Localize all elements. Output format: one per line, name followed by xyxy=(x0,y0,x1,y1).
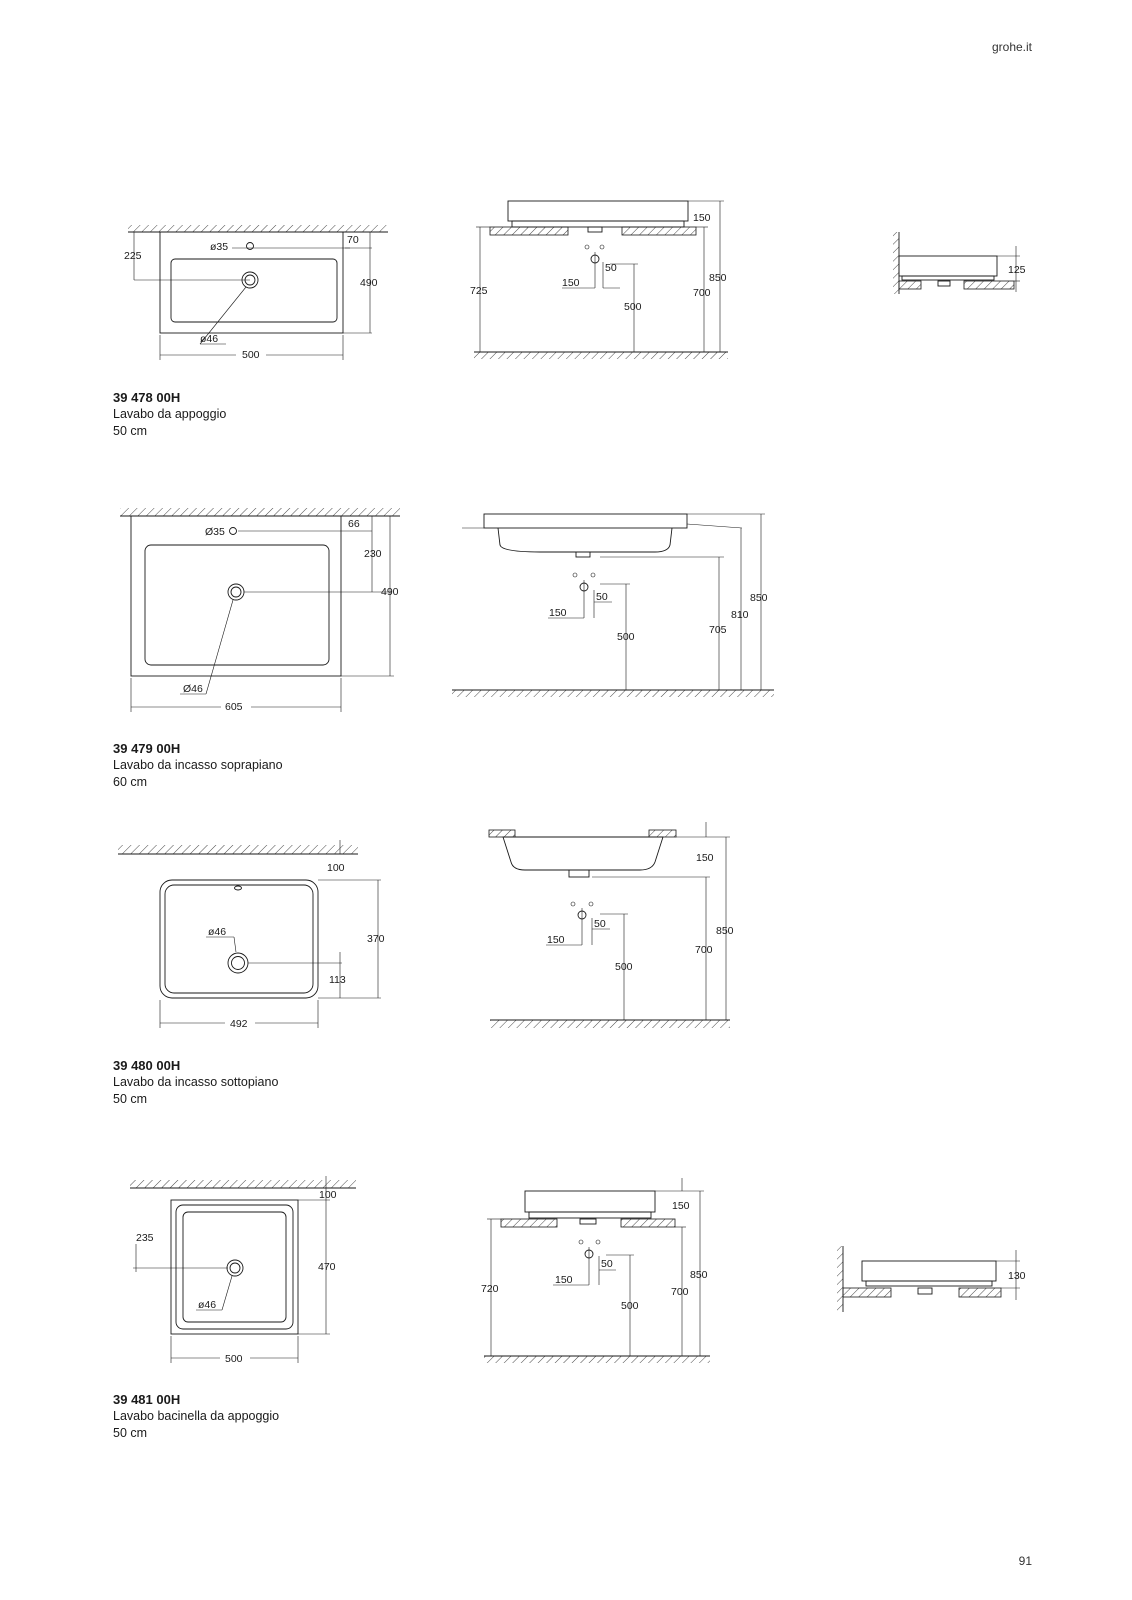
dim-depth-top: 100 xyxy=(327,862,345,874)
top-view: ø35 225 70 490 ø46 500 xyxy=(124,225,388,361)
dim-depth: 490 xyxy=(381,586,399,598)
caption-39481: 39 481 00H Lavabo bacinella da appoggio … xyxy=(113,1391,279,1442)
dim-drain: ø46 xyxy=(208,926,226,938)
dim-depth-drain: 225 xyxy=(124,250,142,262)
dim-pipe-offset: 150 xyxy=(547,934,565,946)
dim-drain: Ø46 xyxy=(183,683,203,695)
dim-rim: 850 xyxy=(716,925,734,937)
front-view: 150 50 500 725 150 850 700 xyxy=(470,200,728,359)
drawing-39480: ø46 100 370 113 492 150 50 500 700 xyxy=(0,820,1132,1040)
dim-rim-low: 700 xyxy=(671,1286,689,1298)
dim-height-top: 150 xyxy=(696,852,714,864)
dim-trap: 500 xyxy=(617,631,635,643)
dim-overflow: ø35 xyxy=(210,241,228,253)
dim-counter: 810 xyxy=(731,609,749,621)
product-code: 39 479 00H xyxy=(113,741,181,756)
dim-depth: 490 xyxy=(360,277,378,289)
drawing-39479: Ø35 66 230 490 Ø46 605 150 50 500 xyxy=(0,500,1132,720)
product-code: 39 480 00H xyxy=(113,1058,181,1073)
dim-depth: 370 xyxy=(367,933,385,945)
dim-pipe-gap: 50 xyxy=(605,262,617,274)
top-view: ø46 100 370 113 492 xyxy=(118,840,385,1030)
dim-counter: 720 xyxy=(481,1283,499,1295)
top-view: 235 100 470 ø46 500 xyxy=(130,1176,356,1365)
dim-rim: 850 xyxy=(709,272,727,284)
product-size: 50 cm xyxy=(113,1092,148,1106)
dim-depth-top: 100 xyxy=(319,1189,337,1201)
dim-overflow: Ø35 xyxy=(205,526,225,538)
dim-depth: 470 xyxy=(318,1261,336,1273)
dim-height-top: 150 xyxy=(672,1200,690,1212)
dim-pipe-offset: 150 xyxy=(562,277,580,289)
caption-39478: 39 478 00H Lavabo da appoggio 50 cm xyxy=(113,389,226,440)
dim-rim: 850 xyxy=(750,592,768,604)
caption-39480: 39 480 00H Lavabo da incasso sottopiano … xyxy=(113,1057,278,1108)
drawing-39478: ø35 225 70 490 ø46 500 150 50 500 xyxy=(0,195,1132,375)
dim-pipe-offset: 150 xyxy=(555,1274,573,1286)
dim-side-height: 130 xyxy=(1008,1270,1026,1282)
dim-depth-top: 70 xyxy=(347,234,359,246)
dim-rim: 850 xyxy=(690,1269,708,1281)
product-size: 50 cm xyxy=(113,1426,148,1440)
dim-drain: ø46 xyxy=(198,1299,216,1311)
dim-bottom: 700 xyxy=(695,944,713,956)
product-name: Lavabo da incasso sottopiano xyxy=(113,1075,279,1089)
caption-39479: 39 479 00H Lavabo da incasso soprapiano … xyxy=(113,740,283,791)
product-size: 60 cm xyxy=(113,775,148,789)
front-view: 150 50 500 700 150 850 xyxy=(488,822,734,1028)
product-code: 39 481 00H xyxy=(113,1392,181,1407)
dim-trap: 500 xyxy=(621,1300,639,1312)
page-number: 91 xyxy=(1018,1554,1032,1568)
product-size: 50 cm xyxy=(113,424,148,438)
dim-width: 492 xyxy=(230,1018,248,1030)
front-view: 150 50 500 705 810 850 xyxy=(452,513,774,697)
dim-rim-low: 700 xyxy=(693,287,711,299)
dim-height-top: 150 xyxy=(693,212,711,224)
product-name: Lavabo bacinella da appoggio xyxy=(113,1409,280,1423)
dim-pipe-gap: 50 xyxy=(596,591,608,603)
dim-counter: 725 xyxy=(470,285,488,297)
dim-width: 500 xyxy=(242,349,260,361)
product-name: Lavabo da incasso soprapiano xyxy=(113,758,283,772)
dim-depth-drain: 230 xyxy=(364,548,382,560)
drawing-39481: 235 100 470 ø46 500 150 50 500 720 xyxy=(0,1170,1132,1375)
dim-pipe-offset: 150 xyxy=(549,607,567,619)
dim-width: 500 xyxy=(225,1353,243,1365)
dim-drain: ø46 xyxy=(200,333,218,345)
top-view: Ø35 66 230 490 Ø46 605 xyxy=(120,508,400,713)
dim-pipe-gap: 50 xyxy=(594,918,606,930)
dim-side-height: 125 xyxy=(1008,264,1026,276)
site-url: grohe.it xyxy=(991,40,1032,54)
dim-depth-drain: 113 xyxy=(329,974,346,986)
dim-depth-top: 66 xyxy=(348,518,360,530)
front-view: 150 50 500 720 700 150 850 xyxy=(481,1178,710,1363)
side-view: 125 xyxy=(893,232,1026,294)
dim-width: 605 xyxy=(225,701,243,713)
dim-pipe-gap: 50 xyxy=(601,1258,613,1270)
product-name: Lavabo da appoggio xyxy=(113,407,227,421)
side-view: 130 xyxy=(837,1246,1026,1312)
dim-trap: 500 xyxy=(624,301,642,313)
dim-trap: 500 xyxy=(615,961,633,973)
product-code: 39 478 00H xyxy=(113,390,181,405)
dim-bottom: 705 xyxy=(709,624,727,636)
dim-depth-drain: 235 xyxy=(136,1232,154,1244)
